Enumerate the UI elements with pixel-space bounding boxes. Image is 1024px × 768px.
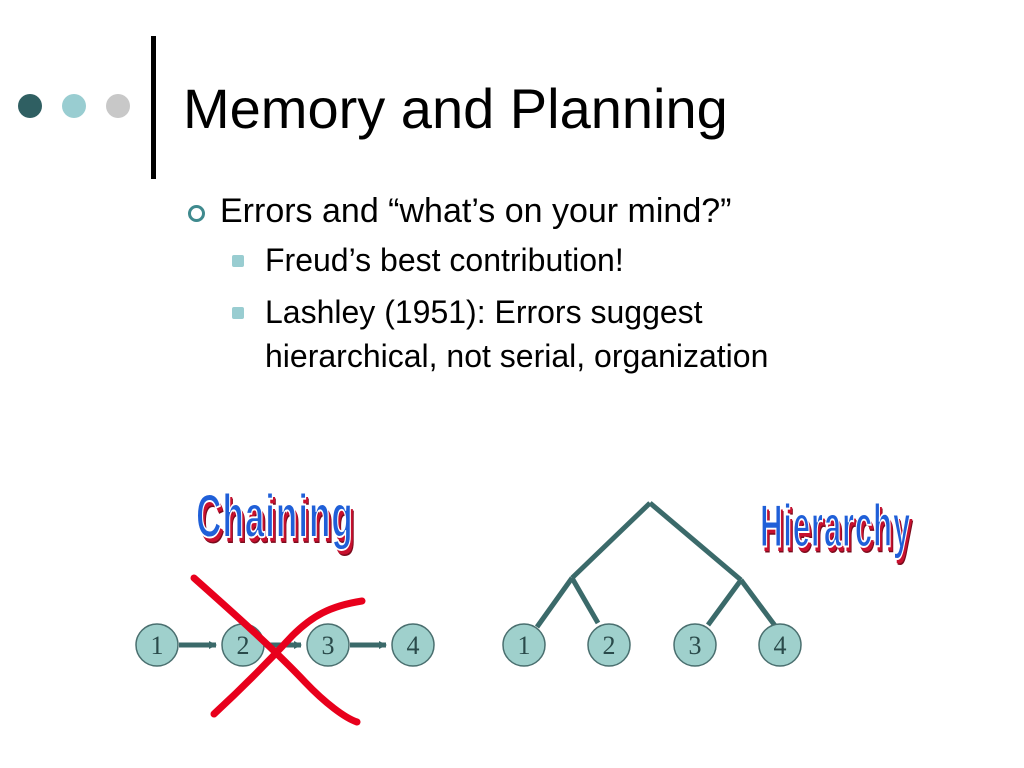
dot-light bbox=[106, 94, 130, 118]
hierarchy-node-label: 1 bbox=[518, 631, 531, 660]
chaining-label: Chaining bbox=[195, 481, 354, 551]
cross-out-stroke bbox=[210, 597, 366, 718]
tree-edge bbox=[705, 578, 744, 627]
hierarchy-node-label: 3 bbox=[689, 631, 702, 660]
ring-bullet-icon bbox=[188, 205, 205, 222]
chain-node: 3 bbox=[306, 623, 350, 667]
hierarchy-node: 4 bbox=[758, 623, 802, 667]
chaining-diagram: 1 2 3 4 bbox=[135, 574, 435, 726]
tree-edge bbox=[738, 578, 779, 629]
tree-edge bbox=[534, 576, 575, 629]
chain-node-label: 2 bbox=[237, 631, 250, 660]
sub-bullet-text: Freud’s best contribution! bbox=[265, 242, 624, 278]
square-bullet-icon bbox=[232, 307, 244, 319]
hierarchy-node-label: 2 bbox=[603, 631, 616, 660]
decorative-dots bbox=[18, 94, 138, 124]
bullet-level1: Errors and “what’s on your mind?” bbox=[186, 188, 986, 234]
dot-dark bbox=[18, 94, 42, 118]
tree-edge bbox=[648, 501, 743, 582]
bullet-text: Errors and “what’s on your mind?” bbox=[220, 192, 732, 230]
hierarchy-diagram: 1 2 3 4 bbox=[502, 501, 802, 667]
slide-title: Memory and Planning bbox=[183, 77, 728, 140]
chain-node-label: 1 bbox=[151, 631, 164, 660]
hierarchy-node: 3 bbox=[673, 623, 717, 667]
bullet-list: Errors and “what’s on your mind?” Freud’… bbox=[186, 188, 986, 378]
cross-out-stroke bbox=[190, 574, 361, 726]
chain-node: 4 bbox=[391, 623, 435, 667]
dot-mid bbox=[62, 94, 86, 118]
tree-edge bbox=[570, 501, 652, 580]
hierarchy-node: 2 bbox=[587, 623, 631, 667]
title-divider bbox=[151, 36, 156, 179]
chain-node: 2 bbox=[221, 623, 265, 667]
chain-node: 1 bbox=[135, 623, 179, 667]
hierarchy-node-label: 4 bbox=[774, 631, 787, 660]
sub-bullet: Lashley (1951): Errors suggest hierarchi… bbox=[186, 290, 986, 378]
chain-node-label: 3 bbox=[322, 631, 335, 660]
sub-bullet-text: Lashley (1951): Errors suggest hierarchi… bbox=[265, 294, 769, 374]
square-bullet-icon bbox=[232, 255, 244, 267]
sub-bullet: Freud’s best contribution! bbox=[186, 238, 986, 282]
tree-edge bbox=[569, 576, 601, 625]
hierarchy-label: Hierarchy bbox=[759, 493, 911, 561]
hierarchy-node: 1 bbox=[502, 623, 546, 667]
chain-node-label: 4 bbox=[407, 631, 420, 660]
